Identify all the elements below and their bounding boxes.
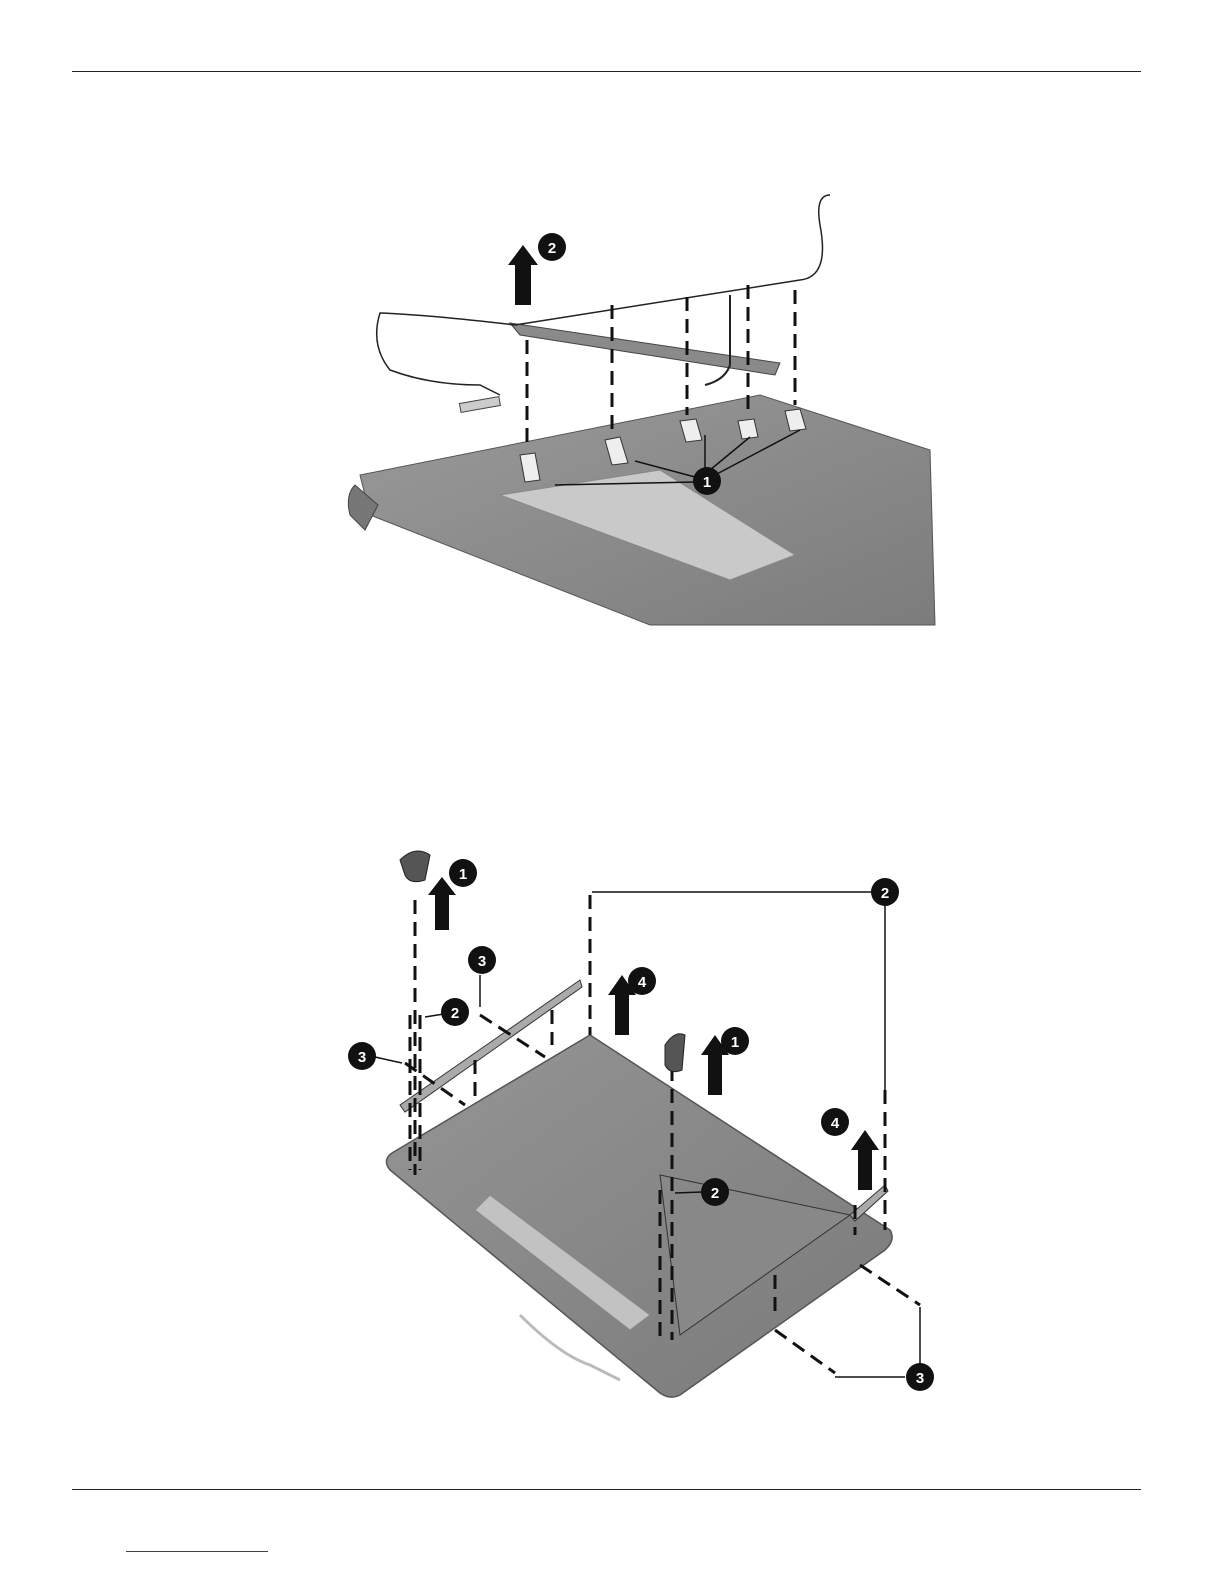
svg-text:1: 1 — [459, 866, 467, 883]
callout-2a: 2 — [871, 878, 899, 906]
callout-4a: 4 — [628, 967, 656, 995]
figure-display-panel-removal: 1 1 2 2 2 3 3 3 4 4 — [330, 835, 950, 1415]
antenna-board — [510, 323, 780, 375]
figure-antenna-removal: 1 2 — [330, 185, 950, 635]
svg-text:2: 2 — [881, 885, 889, 902]
footer-rule — [72, 1489, 1141, 1490]
svg-text:1: 1 — [703, 474, 711, 491]
callout-4b: 4 — [821, 1108, 849, 1136]
callout-2c: 2 — [701, 1178, 729, 1206]
hinge-cover-right — [665, 1034, 685, 1072]
svg-text:4: 4 — [638, 974, 647, 991]
svg-text:4: 4 — [831, 1115, 840, 1132]
svg-text:3: 3 — [478, 953, 486, 970]
callout-1: 1 — [693, 467, 721, 495]
callout-2: 2 — [538, 233, 566, 261]
lift-arrow — [508, 245, 538, 305]
callout-3c: 3 — [906, 1363, 934, 1391]
cable-connector — [459, 397, 500, 413]
antenna-cable — [377, 313, 515, 395]
svg-text:2: 2 — [711, 1185, 719, 1202]
callout-2b: 2 — [441, 998, 469, 1026]
hinge-cover-left — [400, 851, 430, 882]
svg-text:1: 1 — [731, 1034, 739, 1051]
svg-text:2: 2 — [451, 1005, 459, 1022]
svg-text:3: 3 — [916, 1370, 924, 1387]
svg-text:2: 2 — [548, 240, 556, 257]
svg-text:3: 3 — [358, 1049, 366, 1066]
footer-link-underline[interactable] — [126, 1551, 268, 1552]
callout-3a: 3 — [468, 946, 496, 974]
callout-1a: 1 — [449, 859, 477, 887]
callout-3b: 3 — [348, 1042, 376, 1070]
header-rule — [72, 71, 1141, 72]
callout-1b: 1 — [721, 1027, 749, 1055]
